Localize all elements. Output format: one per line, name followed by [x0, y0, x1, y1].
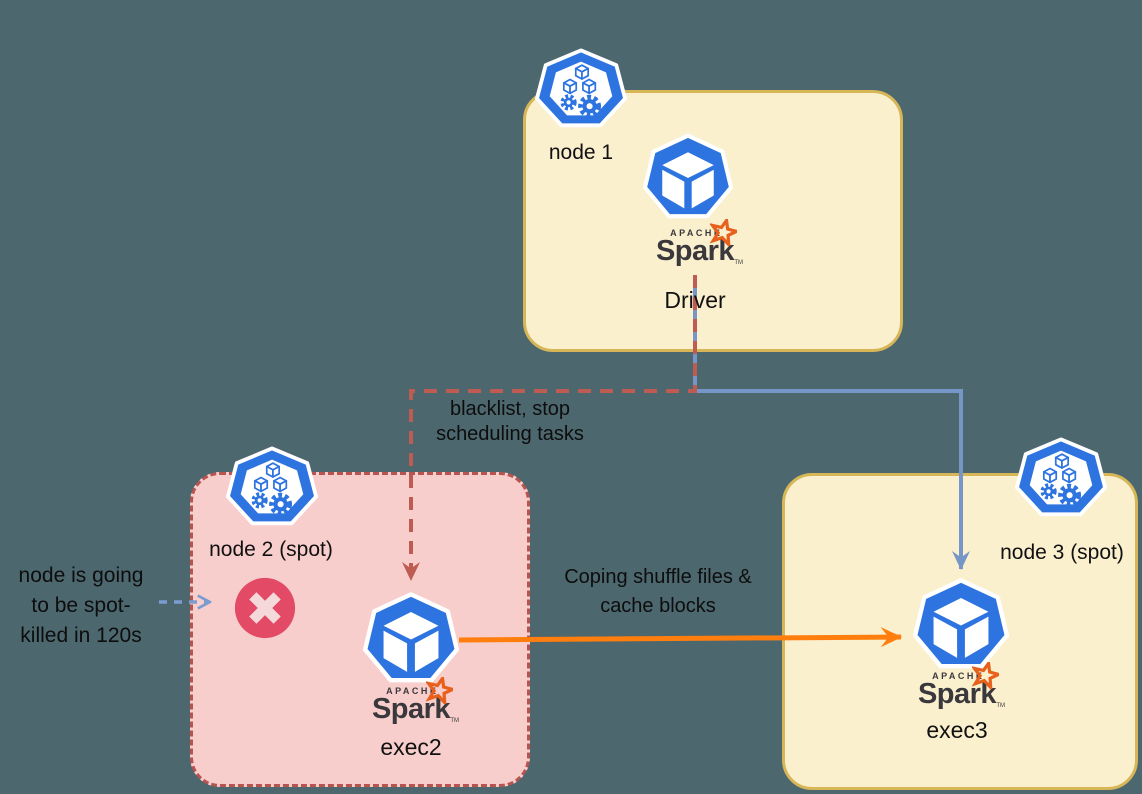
spark-logo-name-text: Spark: [655, 235, 735, 267]
exec2-label: exec2: [380, 734, 442, 760]
copy-shuffle-annotation: Coping shuffle files & cache blocks: [545, 563, 771, 621]
node1-label: node 1: [548, 141, 614, 164]
spark-logo-apache-text: APACHE: [932, 671, 985, 681]
blacklist-annotation: blacklist, stop scheduling tasks: [412, 397, 608, 447]
blacklist-annotation-line2: scheduling tasks: [436, 423, 584, 445]
pod-cube-icon: [912, 578, 1010, 673]
node3-label: node 3 (spot): [1000, 541, 1124, 564]
kubernetes-node-icon: [224, 446, 320, 530]
apache-spark-logo: APACHE Spark TM: [645, 228, 745, 267]
spot-kill-annotation-line1: node is going: [18, 564, 144, 587]
spark-logo-tm-text: TM: [996, 703, 1005, 709]
pod-cube-icon: [362, 592, 460, 687]
copy-shuffle-annotation-line1: Coping shuffle files &: [564, 566, 752, 588]
driver-label: Driver: [664, 287, 726, 313]
spot-kill-annotation-line2: to be spot-: [31, 594, 131, 617]
copy-shuffle-annotation-line2: cache blocks: [600, 595, 716, 617]
spark-logo-tm-text: TM: [734, 260, 743, 266]
spark-logo-tm-text: TM: [450, 718, 459, 724]
blacklist-annotation-line1: blacklist, stop: [449, 398, 571, 420]
apache-spark-logo: APACHE Spark TM: [907, 671, 1007, 710]
spot-kill-annotation-line3: killed in 120s: [20, 624, 142, 647]
spark-logo-apache-text: APACHE: [386, 686, 439, 696]
kubernetes-node-icon: [1013, 437, 1109, 521]
error-x-icon: [234, 577, 296, 639]
spark-star-icon: [710, 219, 737, 246]
apache-spark-logo: APACHE Spark TM: [361, 686, 461, 725]
exec3-label: exec3: [926, 717, 988, 743]
spot-kill-annotation: node is going to be spot- killed in 120s: [2, 561, 160, 651]
kubernetes-node-icon: [533, 48, 629, 132]
node2-label: node 2 (spot): [209, 538, 333, 561]
spark-logo-name-text: Spark: [917, 678, 997, 710]
spark-logo-name-text: Spark: [371, 693, 451, 725]
spark-logo-apache-text: APACHE: [670, 228, 723, 238]
spark-star-icon: [426, 677, 453, 704]
spark-star-icon: [972, 662, 999, 689]
pod-cube-icon: [642, 132, 734, 224]
